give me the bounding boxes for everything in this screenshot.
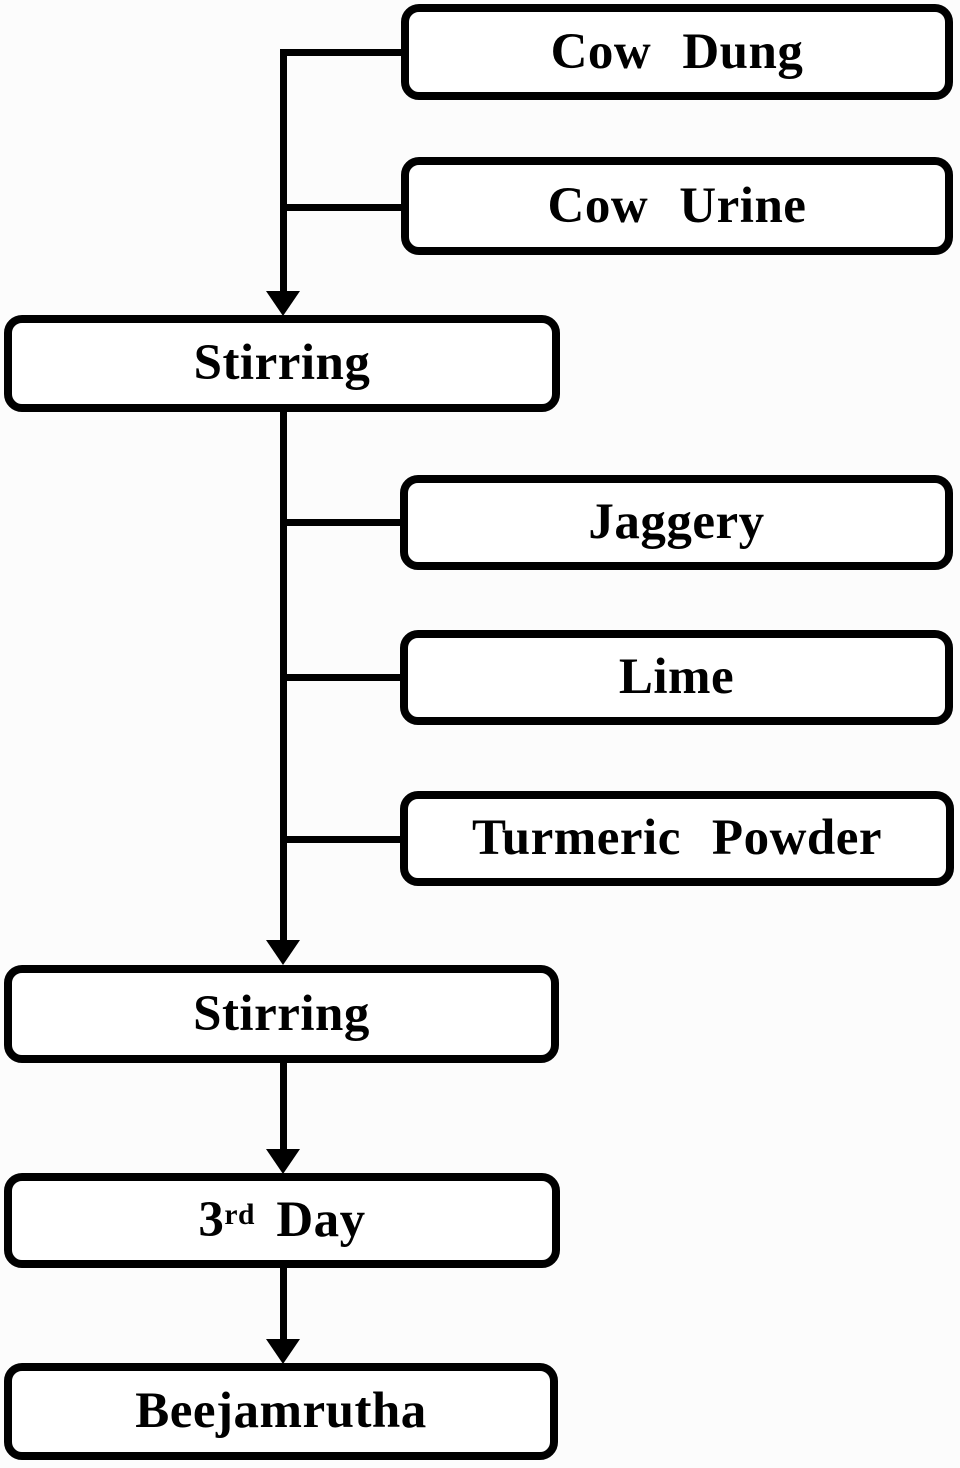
node-stirring-1-label: Stirring [193,335,371,391]
connector-jaggery-line [280,519,407,526]
arrowhead-into-beejamrutha [266,1339,300,1364]
node-stirring-2-label: Stirring [193,985,370,1042]
day-ordinal-superscript: rd [224,1198,255,1231]
connector-turmeric-powder-line [280,836,407,843]
node-3rd-day-label: 3rd Day [198,1195,365,1246]
day-word: Day [276,1192,366,1248]
line-stirring-2-to-day-3 [280,1061,287,1151]
node-lime: Lime [400,630,953,725]
node-stirring-2: Stirring [4,965,559,1063]
node-lime-label: Lime [618,649,735,705]
node-turmeric-powder: Turmeric Powder [400,791,954,886]
node-turmeric-powder-label: Turmeric Powder [471,810,883,866]
node-cow-dung: Cow Dung [401,4,953,100]
node-cow-dung-label: Cow Dung [550,23,804,80]
connector-cow-urine-line [280,204,406,211]
connector-cow-dung-line [280,49,406,56]
arrowhead-into-day-3 [266,1149,300,1174]
node-cow-urine-label: Cow Urine [547,177,807,234]
node-jaggery-label: Jaggery [588,494,765,550]
node-cow-urine: Cow Urine [401,157,953,255]
arrowhead-into-stirring-2 [266,940,300,965]
arrowhead-into-stirring-1 [266,291,300,316]
node-beejamrutha: Beejamrutha [4,1363,558,1460]
day-number: 3 [198,1192,225,1248]
node-stirring-1: Stirring [4,315,560,412]
connector-lime-line [280,674,407,681]
node-jaggery: Jaggery [400,475,953,570]
trunk-line-inputs-to-stirring-1 [280,49,287,293]
node-beejamrutha-label: Beejamrutha [135,1383,427,1439]
line-day-3-to-beejamrutha [280,1266,287,1341]
node-3rd-day: 3rd Day [4,1173,560,1268]
